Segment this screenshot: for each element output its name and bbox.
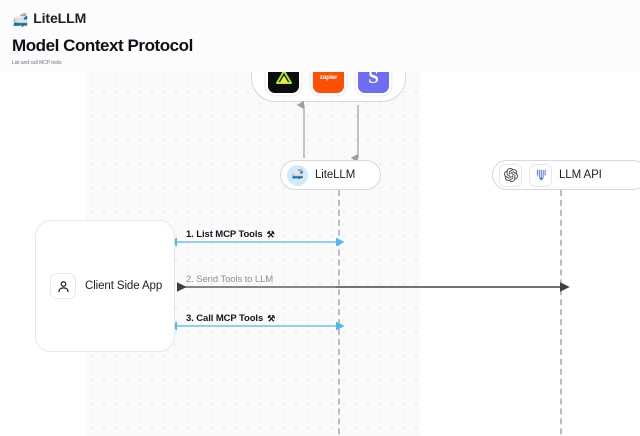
node-litellm-label: LiteLLM bbox=[315, 169, 356, 181]
tools-wrench-icon: ⚒ bbox=[267, 313, 276, 324]
page-title: Model Context Protocol bbox=[12, 36, 193, 55]
tools-wrench-icon: ⚒ bbox=[266, 229, 275, 240]
triangle-logo-icon[interactable] bbox=[268, 72, 299, 93]
mcp-tools-group[interactable]: zapier S bbox=[251, 72, 406, 102]
message-label-1: 1. List MCP Tools ⚒ bbox=[186, 229, 275, 240]
zapier-logo-text: zapier bbox=[319, 73, 338, 81]
slack-s-logo-text: S bbox=[368, 72, 379, 88]
litellm-logo-icon: 🚅 bbox=[287, 164, 308, 186]
zapier-logo-icon[interactable]: zapier bbox=[313, 72, 344, 93]
lifeline-llm-api bbox=[560, 190, 562, 436]
slack-s-logo-icon[interactable]: S bbox=[358, 72, 389, 93]
diagram-canvas[interactable]: MCP Tools zapier S bbox=[0, 72, 640, 436]
brand-name: LiteLLM bbox=[33, 10, 87, 26]
user-person-icon bbox=[50, 273, 76, 299]
lifeline-litellm bbox=[338, 190, 340, 436]
bullet-train-icon: 🚅 bbox=[12, 11, 29, 27]
openai-logo-icon bbox=[499, 163, 522, 187]
node-client-side-app-label: Client Side App bbox=[85, 280, 163, 292]
message-label-3-text: 3. Call MCP Tools bbox=[186, 313, 264, 324]
page-subtitle: List and call MCP tools bbox=[12, 60, 62, 66]
node-litellm[interactable]: 🚅 LiteLLM bbox=[280, 160, 381, 190]
anthropic-logo-icon bbox=[529, 163, 552, 187]
node-client-side-app[interactable]: Client Side App bbox=[35, 220, 175, 352]
brand[interactable]: 🚅 LiteLLM bbox=[12, 8, 640, 28]
message-label-1-text: 1. List MCP Tools bbox=[186, 229, 263, 240]
message-label-3: 3. Call MCP Tools ⚒ bbox=[186, 313, 275, 324]
message-label-2-text: 2. Send Tools to LLM bbox=[186, 274, 274, 285]
node-llm-api[interactable]: LLM API bbox=[492, 160, 640, 190]
canvas-right-margin bbox=[420, 72, 640, 436]
node-llm-api-label: LLM API bbox=[559, 169, 602, 181]
page-header: 🚅 LiteLLM Model Context Protocol List an… bbox=[0, 0, 640, 72]
message-label-2: 2. Send Tools to LLM bbox=[186, 274, 273, 285]
